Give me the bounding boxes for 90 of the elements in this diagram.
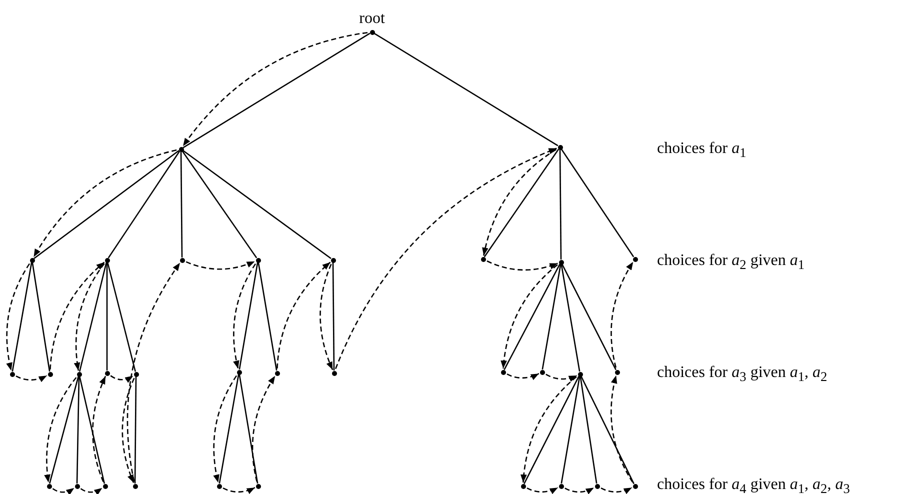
node-dot	[10, 372, 14, 376]
node-dot	[558, 144, 562, 150]
node-dot	[500, 370, 506, 374]
node-dot	[558, 260, 564, 264]
node-dot	[558, 484, 564, 488]
traversal-arrow	[92, 376, 106, 482]
traversal-arrow	[276, 262, 331, 369]
traversal-arrow	[252, 376, 276, 482]
traversal-arrow	[213, 375, 238, 483]
node-dot	[520, 484, 526, 488]
traversal-arrow	[74, 263, 105, 371]
traversal-arrow	[222, 487, 256, 494]
node-dot	[256, 484, 260, 488]
traversal-arrow	[52, 487, 75, 494]
traversal-arrow	[233, 263, 256, 369]
node-dot	[632, 484, 638, 488]
traversal-arrow	[186, 260, 256, 270]
node-dot	[132, 484, 138, 488]
branch-line	[580, 376, 634, 484]
node-dot	[104, 258, 110, 262]
level-label: choices for a$_{2}$ given a$_{1}$	[657, 252, 805, 274]
node-dot	[578, 372, 582, 376]
node-dot	[30, 258, 34, 262]
traversal-arrow	[126, 262, 181, 482]
branch-line	[32, 262, 50, 372]
traversal-arrow	[600, 487, 632, 494]
node-dot	[614, 370, 620, 374]
node-dot	[180, 258, 184, 262]
node-dot	[540, 370, 544, 374]
traversal-arrow	[335, 148, 557, 370]
branch-line	[182, 150, 258, 258]
branch-line	[106, 262, 108, 370]
branch-line	[374, 32, 558, 146]
branch-line	[559, 150, 562, 260]
branch-line	[560, 376, 580, 484]
node-dot	[74, 484, 80, 488]
branch-line	[76, 376, 80, 484]
branch-line	[258, 262, 278, 371]
branch-line	[560, 264, 580, 372]
node-dot	[216, 484, 222, 488]
traversal-arrow	[122, 378, 135, 484]
traversal-arrow	[506, 373, 540, 380]
traversal-arrow	[546, 374, 578, 382]
node-dot	[76, 372, 82, 376]
node-dot	[332, 370, 336, 376]
branch-line	[106, 262, 136, 372]
node-dot	[594, 484, 600, 488]
branch-line	[542, 264, 562, 370]
node-dot	[104, 370, 110, 376]
node-dot	[236, 370, 242, 374]
branch-line	[560, 148, 634, 258]
level-label: choices for a$_{1}$	[657, 140, 746, 162]
level-label: choices for a$_{3}$ given a$_{1}$, a$_{2}$	[657, 364, 828, 386]
branch-line	[332, 262, 335, 370]
branch-line	[134, 376, 137, 484]
traversal-arrow	[16, 375, 48, 382]
node-dot	[632, 256, 638, 262]
traversal-arrow	[610, 375, 634, 483]
node-dot	[330, 258, 336, 262]
traversal-arrow	[80, 487, 103, 494]
branch-line	[182, 150, 332, 260]
node-dot	[480, 256, 486, 262]
node-dot	[48, 372, 52, 376]
traversal-arrow	[486, 260, 558, 271]
branch-line	[238, 262, 258, 370]
node-label: root	[358, 10, 386, 28]
node-dot	[274, 370, 280, 376]
level-label: choices for a$_{4}$ given a$_{1}$, a$_{2}$, a$_{3}$	[657, 476, 850, 494]
node-dot	[102, 484, 108, 488]
branch-line	[78, 376, 106, 484]
branch-line	[180, 152, 183, 258]
branch-line	[218, 374, 240, 484]
branch-line	[12, 262, 32, 372]
traversal-arrow	[50, 262, 105, 370]
traversal-arrow	[564, 487, 594, 494]
traversal-arrow	[320, 264, 334, 370]
branch-line	[48, 376, 80, 484]
branch-line	[238, 374, 258, 484]
node-dot	[46, 484, 52, 488]
traversal-arrow	[526, 487, 558, 494]
node-dot	[256, 258, 260, 262]
traversal-arrow	[110, 375, 134, 383]
traversal-arrow	[6, 263, 30, 371]
branch-line	[580, 376, 598, 484]
branch-line	[562, 264, 616, 370]
branch-line	[108, 150, 180, 258]
branch-line	[78, 262, 108, 372]
node-dot	[178, 146, 184, 152]
node-dot	[134, 372, 138, 376]
traversal-arrow	[610, 262, 634, 368]
